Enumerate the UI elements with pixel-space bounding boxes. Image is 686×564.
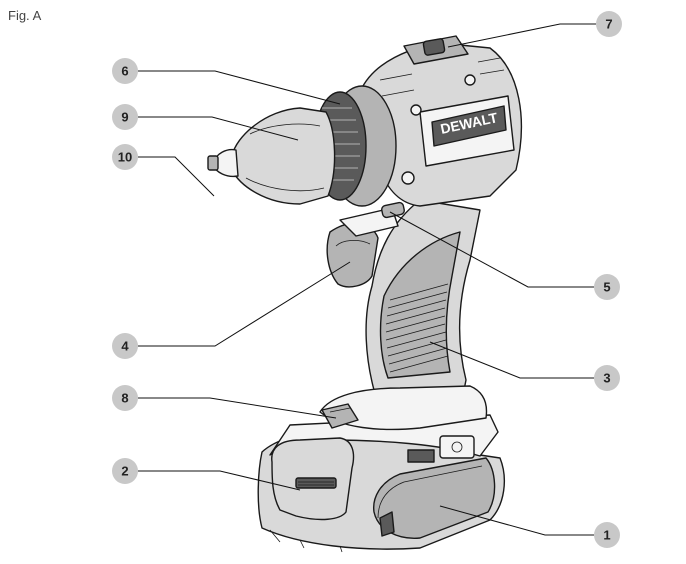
keyless-chuck <box>207 107 336 205</box>
drill-handle <box>319 199 488 431</box>
callout-2: 2 <box>112 458 138 484</box>
callout-4: 4 <box>112 333 138 359</box>
callout-10-number: 10 <box>118 150 132 165</box>
battery-pack <box>257 414 505 553</box>
leader-lines <box>138 23 596 536</box>
callout-9: 9 <box>112 104 138 130</box>
callout-1-number: 1 <box>603 528 610 543</box>
callout-6: 6 <box>112 58 138 84</box>
reverse-button <box>381 201 405 219</box>
callout-7: 7 <box>596 11 622 37</box>
callout-3: 3 <box>594 365 620 391</box>
callout-8-number: 8 <box>121 391 128 406</box>
callout-2-number: 2 <box>121 464 128 479</box>
figure-label: Fig. A <box>8 8 42 23</box>
callout-4-number: 4 <box>121 339 129 354</box>
callout-9-number: 9 <box>121 110 128 125</box>
callout-10: 10 <box>112 144 138 170</box>
motor-housing: DEWALT <box>359 35 522 207</box>
callout-3-number: 3 <box>603 371 610 386</box>
callout-7-number: 7 <box>605 17 612 32</box>
callout-8: 8 <box>112 385 138 411</box>
callout-5-number: 5 <box>603 280 610 295</box>
callout-1: 1 <box>594 522 620 548</box>
callout-5: 5 <box>594 274 620 300</box>
callout-6-number: 6 <box>121 64 128 79</box>
